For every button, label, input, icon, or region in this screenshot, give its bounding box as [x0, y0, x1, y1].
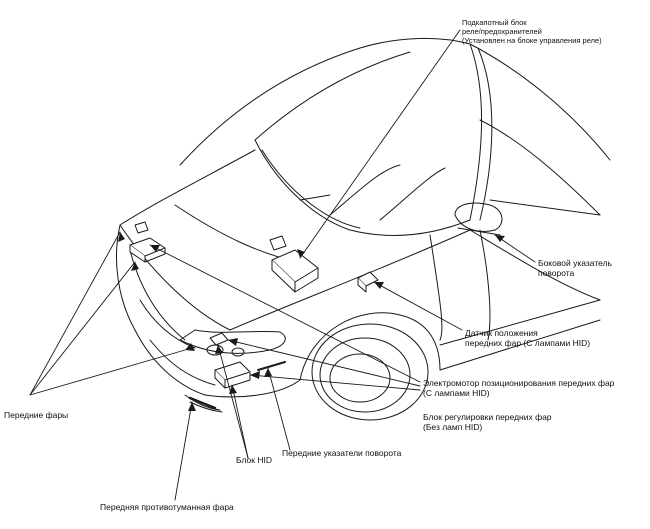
- component-blocks: [129, 221, 379, 410]
- label-headlight-sensor-line1: Датчик положения: [465, 328, 538, 338]
- label-front-turn-signals: Передние указатели поворота: [282, 448, 402, 458]
- label-leveling-motor-line2: (С лампами HID): [423, 388, 490, 398]
- label-leveling-unit: Блок регулировки передних фар (Без ламп …: [423, 412, 552, 432]
- fog-lamp-block: [188, 396, 217, 410]
- label-fog-lamp: Передняя противотуманная фара: [100, 502, 234, 512]
- label-side-indicator-line2: поворота: [538, 268, 575, 278]
- label-relay-box-line2: реле/предохранителей: [462, 27, 542, 36]
- label-relay-box: Подкапотный блок реле/предохранителей (У…: [462, 18, 602, 45]
- label-side-indicator-line1: Боковой указатель: [538, 258, 612, 268]
- label-headlight-sensor-line2: передних фар (С лампами HID): [465, 338, 591, 348]
- arrowheads: [118, 232, 505, 411]
- label-leveling-motor: Электромотор позиционирования передних ф…: [423, 378, 614, 398]
- label-leveling-unit-line2: (Без ламп HID): [423, 422, 483, 432]
- leader-lines: [29, 29, 536, 501]
- label-leveling-unit-line1: Блок регулировки передних фар: [423, 412, 552, 422]
- car-body-outline: [116, 37, 611, 421]
- label-leveling-motor-line1: Электромотор позиционирования передних ф…: [423, 378, 615, 388]
- label-hid-unit: Блок HID: [236, 455, 272, 465]
- label-headlight-sensor: Датчик положения передних фар (С лампами…: [465, 328, 590, 348]
- label-relay-box-line3: (Установлен на блоке управления реле): [462, 36, 602, 45]
- label-side-indicator: Боковой указатель поворота: [538, 258, 612, 278]
- label-headlights: Передние фары: [4, 410, 69, 420]
- leveling-motor-block: [209, 332, 229, 346]
- label-relay-box-line1: Подкапотный блок: [462, 18, 527, 27]
- turn-signal-block: [257, 361, 286, 371]
